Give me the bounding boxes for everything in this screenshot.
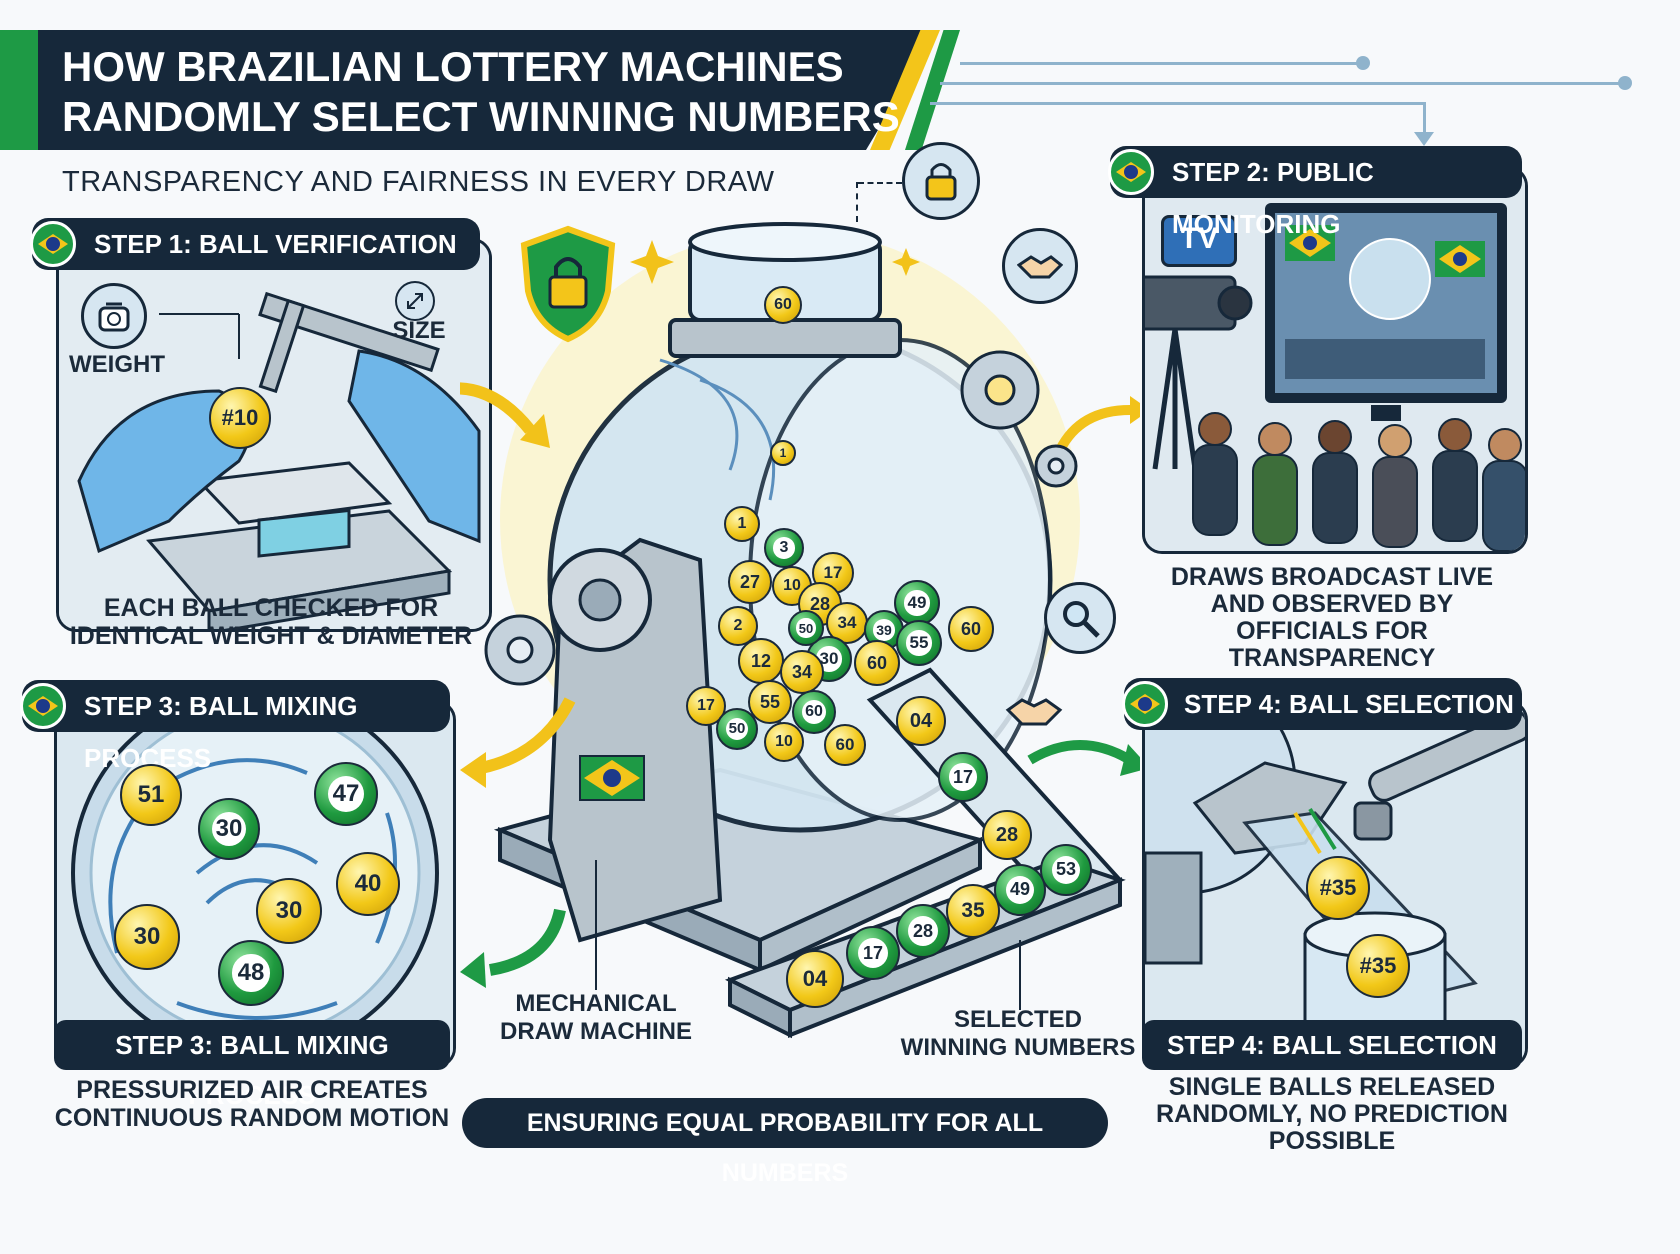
drum-ball: 60 [948,606,994,652]
winning-numbers-label: SELECTED WINNING NUMBERS [900,1006,1136,1061]
connector-arrow-icon [1414,132,1434,146]
tv-badge: TV [1161,215,1237,267]
chute-ball: 49 [994,864,1046,916]
step4-header: STEP 4: BALL SELECTION [1124,678,1522,730]
drum-ball: 12 [738,638,784,684]
step1-caption: EACH BALL CHECKED FOR IDENTICAL WEIGHT &… [69,594,473,650]
machine-label: MECHANICAL DRAW MACHINE [500,990,692,1045]
mix-ball: 48 [218,940,284,1006]
connector-line [960,62,1360,65]
header-green-stripe [0,30,38,150]
ball-10: #10 [209,387,271,449]
hopper-ball: 60 [764,286,802,324]
brazil-flag-icon [20,683,66,729]
lock-icon [902,142,980,220]
dashed-connector [856,182,860,222]
mix-ball: 30 [114,904,180,970]
chute-ball: 04 [896,696,946,746]
handshake-icon [1002,228,1078,304]
chute-ball: 28 [896,904,950,958]
drum-ball: 55 [748,680,792,724]
drum-ball: 1 [770,440,796,466]
drum-ball: 49 [894,580,940,626]
step3-footer: STEP 3: BALL MIXING PROCESS [54,1020,450,1110]
mix-ball: 40 [336,852,400,916]
step2-title: STEP 2: PUBLIC MONITORING [1172,157,1374,239]
equal-probability-banner: ENSURING EQUAL PROBABILITY FOR ALL NUMBE… [462,1098,1108,1187]
step2-caption: DRAWS BROADCAST LIVE AND OBSERVED BY OFF… [1170,563,1494,672]
step2-header: STEP 2: PUBLIC MONITORING [1110,146,1522,239]
size-label: SIZE [392,317,446,344]
step3-caption: PRESSURIZED AIR CREATES CONTINUOUS RANDO… [54,1076,450,1132]
drum-ball: 50 [788,610,824,646]
drum-ball: 17 [686,686,726,726]
step1-title: STEP 1: BALL VERIFICATION [94,229,457,259]
step2-illustration [1145,169,1525,551]
drum-ball: 60 [792,690,836,734]
drum-ball: 27 [728,560,772,604]
dashed-connector [858,182,902,186]
step1-header: STEP 1: BALL VERIFICATION [32,218,480,270]
mix-ball: 30 [256,878,322,944]
selected-ball: #35 [1306,856,1370,920]
brazil-flag-icon [1108,149,1154,195]
drum-ball: 60 [854,640,900,686]
drum-ball: 10 [764,722,804,762]
chute-ball: 17 [846,926,900,980]
handshake-icon [1004,690,1064,730]
step4-caption: SINGLE BALLS RELEASED RANDOMLY, NO PREDI… [1156,1073,1508,1155]
step3-header: STEP 3: BALL MIXING PROCESS [22,680,450,773]
page-subtitle: TRANSPARENCY AND FAIRNESS IN EVERY DRAW [62,166,775,198]
chute-ball: 53 [1040,844,1092,896]
chute-ball: 35 [946,884,1000,938]
brazil-flag-icon [30,221,76,267]
chute-ball: 28 [982,810,1032,860]
header-bar [38,30,938,150]
connector-dot [1356,56,1370,70]
connector-line [1423,102,1426,138]
scale-icon [81,283,147,349]
step2-panel: TV [1142,166,1528,554]
weight-label: WEIGHT [69,351,165,378]
page-title: HOW BRAZILIAN LOTTERY MACHINES RANDOMLY … [62,43,900,140]
resize-icon [395,281,435,321]
mix-ball: 47 [314,762,378,826]
chute-ball: 17 [938,752,988,802]
drum-ball: 55 [896,620,942,666]
shield-lock-icon [520,225,616,343]
magnifier-icon [1044,582,1116,654]
drum-ball: 1 [724,506,760,542]
drum-ball: 50 [716,708,758,750]
connector-line [940,82,1620,85]
drum-ball: 60 [824,724,866,766]
step4-title: STEP 4: BALL SELECTION [1184,689,1514,719]
mix-ball: 30 [198,798,260,860]
chute-ball: 04 [786,950,844,1008]
brazil-flag-icon [1122,681,1168,727]
mix-ball: 51 [120,764,182,826]
selected-ball: #35 [1346,934,1410,998]
step1-panel: WEIGHT SIZE #10 [56,238,492,632]
drum-ball: 3 [764,528,804,568]
connector-line [930,102,1425,105]
connector-dot [1618,76,1632,90]
step4-footer: STEP 4: BALL SELECTION [1142,1020,1522,1070]
